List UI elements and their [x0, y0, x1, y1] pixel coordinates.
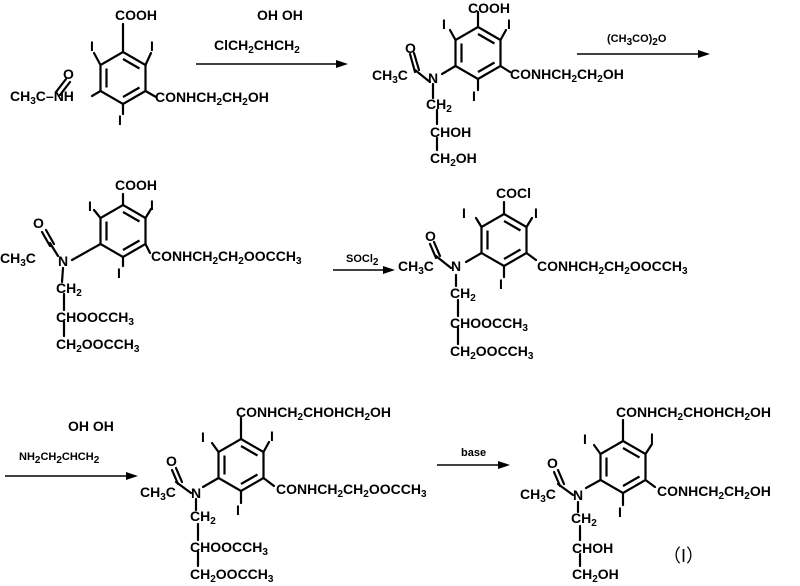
int2-iodine-2: I [442, 16, 446, 32]
sm-iodine-1: I [150, 38, 154, 54]
int2-chain-3: CH2OH [430, 150, 477, 169]
final-iodine-1: I [650, 430, 654, 446]
int3-chain-2: CHOOCCH3 [56, 309, 134, 328]
arrow-4 [5, 472, 138, 480]
final-acetyl: CH3C [520, 486, 556, 505]
int3-nitrogen: N [58, 253, 69, 269]
reagent-1-hydroxyls: OH OH [257, 7, 303, 23]
final-amide-chain: CONHCH2CH2OH [657, 483, 771, 502]
int3-chain-1: CH2 [56, 280, 82, 299]
arrow-5 [437, 461, 510, 469]
sm-acetamido: CH3C–NH [10, 88, 74, 107]
int4-top-group: COCl [496, 185, 531, 201]
final-iodine-2: I [583, 431, 587, 447]
final-iodine-3: I [618, 504, 622, 520]
int2-iodine-3: I [472, 88, 476, 104]
arrow-2 [577, 50, 710, 58]
int2-amide-chain: CONHCH2CH2OH [510, 66, 624, 85]
int5-chain-2: CHOOCCH3 [190, 539, 268, 558]
int5-chain-1: CH2 [190, 508, 216, 527]
int2-acetyl: CH3C [372, 67, 408, 86]
int4-iodine-3: I [499, 276, 503, 292]
compound-label: （I） [663, 546, 705, 566]
int2-nitrogen: N [428, 70, 439, 86]
int5-iodine-1: I [270, 428, 274, 444]
int4-iodine-1: I [534, 205, 538, 221]
sm-amide-chain: CONHCH2CH2OH [155, 89, 269, 108]
final-nitrogen: N [573, 487, 584, 503]
reagent-1: ClCH2CHCH2 [214, 37, 300, 56]
int5-carbonyl-o: O [166, 453, 177, 469]
int5-top-group: CONHCH2CHOHCH2OH [236, 404, 392, 423]
int5-iodine-3: I [236, 502, 240, 518]
ring-4 [428, 200, 538, 346]
sm-top-group: COOH [115, 7, 157, 23]
int5-acetyl: CH3C [140, 484, 176, 503]
reagent-2: (CH3CO)2O [607, 33, 667, 48]
int3-acetyl: CH3C [0, 250, 36, 269]
int3-amide-chain: CONHCH2CH2OOCCH3 [151, 248, 302, 267]
sm-iodine-2: I [90, 38, 94, 54]
reagent-4-hydroxyls: OH OH [68, 418, 114, 434]
reagent-5: base [461, 447, 487, 459]
int3-carbonyl-o: O [33, 215, 44, 231]
final-chain-1: CH2 [571, 510, 597, 529]
reagent-4: NH2CH2CHCH2 [19, 451, 100, 466]
int4-amide-chain: CONHCH2CH2OOCCH3 [537, 258, 688, 277]
final-top-group: CONHCH2CHOHCH2OH [616, 404, 772, 423]
int4-nitrogen: N [451, 258, 462, 274]
int3-top-group: COOH [115, 177, 157, 193]
int3-iodine-3: I [117, 265, 121, 281]
int3-iodine-1: I [150, 197, 154, 213]
final-chain-3: CH2OH [572, 566, 619, 585]
int2-iodine-1: I [507, 16, 511, 32]
int3-chain-3: CH2OOCCH3 [56, 336, 140, 355]
int3-iodine-2: I [88, 198, 92, 214]
ring-5 [170, 416, 276, 568]
int5-iodine-2: I [201, 429, 205, 445]
int4-carbonyl-o: O [425, 228, 436, 244]
int4-acetyl: CH3C [398, 258, 434, 277]
int4-chain-2: CHOOCCH3 [450, 315, 528, 334]
int5-chain-3: CH2OOCCH3 [190, 566, 274, 585]
ring-2 [408, 10, 512, 152]
int2-chain-1: CH2 [426, 96, 452, 115]
int4-chain-1: CH2 [450, 285, 476, 304]
arrow-1 [196, 60, 348, 68]
int5-amide-chain: CONHCH2CH2OOCCH3 [276, 481, 427, 500]
sm-iodine-3: I [118, 112, 122, 128]
int5-nitrogen: N [191, 485, 202, 501]
arrow-3 [333, 266, 395, 274]
reagent-3: SOCl2 [346, 253, 379, 268]
ring-3 [40, 192, 153, 338]
ring-6 [552, 418, 657, 568]
final-carbonyl-o: O [547, 455, 558, 471]
final-chain-2: CHOH [572, 540, 614, 556]
ring-1 [54, 22, 158, 116]
sm-carbonyl-o: O [63, 66, 74, 82]
int4-chain-3: CH2OOCCH3 [450, 343, 534, 362]
int4-iodine-2: I [462, 205, 466, 221]
int2-chain-2: CHOH [430, 124, 472, 140]
int2-top-group: COOH [468, 0, 510, 16]
int2-carbonyl-o: O [405, 40, 416, 56]
